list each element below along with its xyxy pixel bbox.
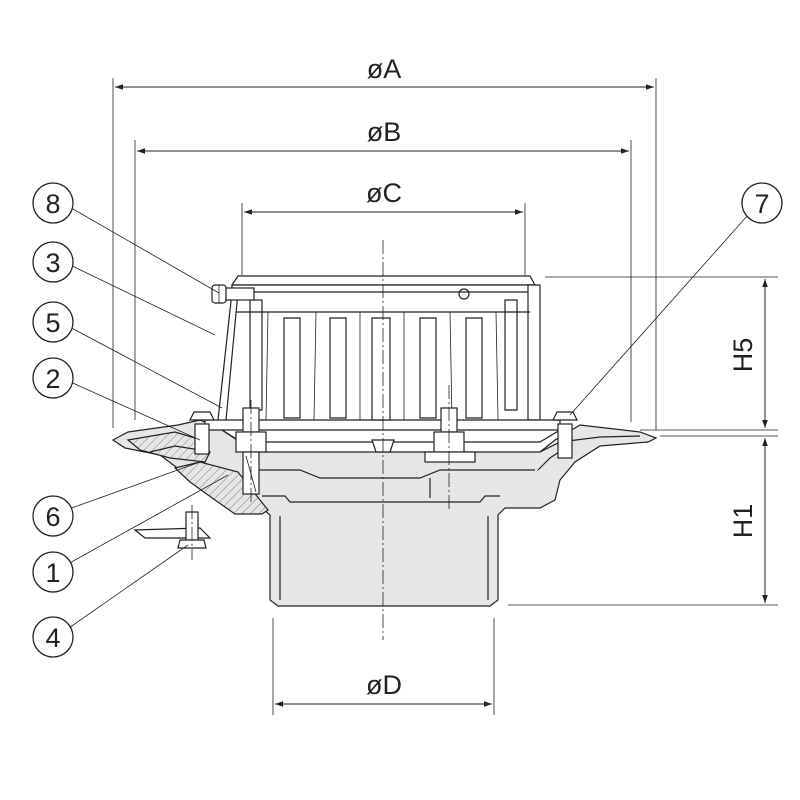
dimension-c: øC bbox=[241, 178, 526, 275]
dimension-h1-label: H1 bbox=[728, 504, 758, 539]
callout-2-label: 2 bbox=[45, 364, 60, 394]
callout-2: 2 bbox=[32, 357, 74, 399]
callout-6-label: 6 bbox=[45, 502, 60, 532]
dimension-b: øB bbox=[134, 117, 632, 422]
dimension-d-label: øD bbox=[366, 670, 402, 700]
dimension-h5: H5 bbox=[545, 276, 778, 431]
callout-5-label: 5 bbox=[45, 308, 60, 338]
callout-5: 5 bbox=[32, 301, 74, 343]
dome-strainer bbox=[204, 275, 561, 453]
dimension-a-label: øA bbox=[367, 54, 402, 84]
dimension-h5-label: H5 bbox=[728, 338, 758, 373]
callout-1-label: 1 bbox=[45, 558, 60, 588]
dimension-c-label: øC bbox=[366, 178, 402, 208]
callout-1: 1 bbox=[32, 551, 74, 593]
callout-7: 7 bbox=[741, 182, 783, 224]
dimension-h1: H1 bbox=[508, 435, 778, 606]
callout-4-label: 4 bbox=[45, 623, 60, 653]
strainer-set-screw bbox=[211, 284, 255, 304]
callout-3-label: 3 bbox=[45, 248, 60, 278]
callout-6: 6 bbox=[32, 495, 74, 537]
callout-4: 4 bbox=[32, 616, 74, 658]
dimension-a: øA bbox=[112, 54, 657, 430]
strainer-slots bbox=[236, 299, 530, 421]
callout-8: 8 bbox=[32, 182, 74, 224]
callout-3: 3 bbox=[32, 241, 74, 283]
clamp-screw-left bbox=[189, 411, 215, 455]
dimension-b-label: øB bbox=[367, 117, 402, 147]
callout-8-label: 8 bbox=[45, 189, 60, 219]
dimension-d: øD bbox=[272, 618, 495, 715]
leader-lines bbox=[65, 204, 749, 631]
callout-7-label: 7 bbox=[754, 189, 769, 219]
